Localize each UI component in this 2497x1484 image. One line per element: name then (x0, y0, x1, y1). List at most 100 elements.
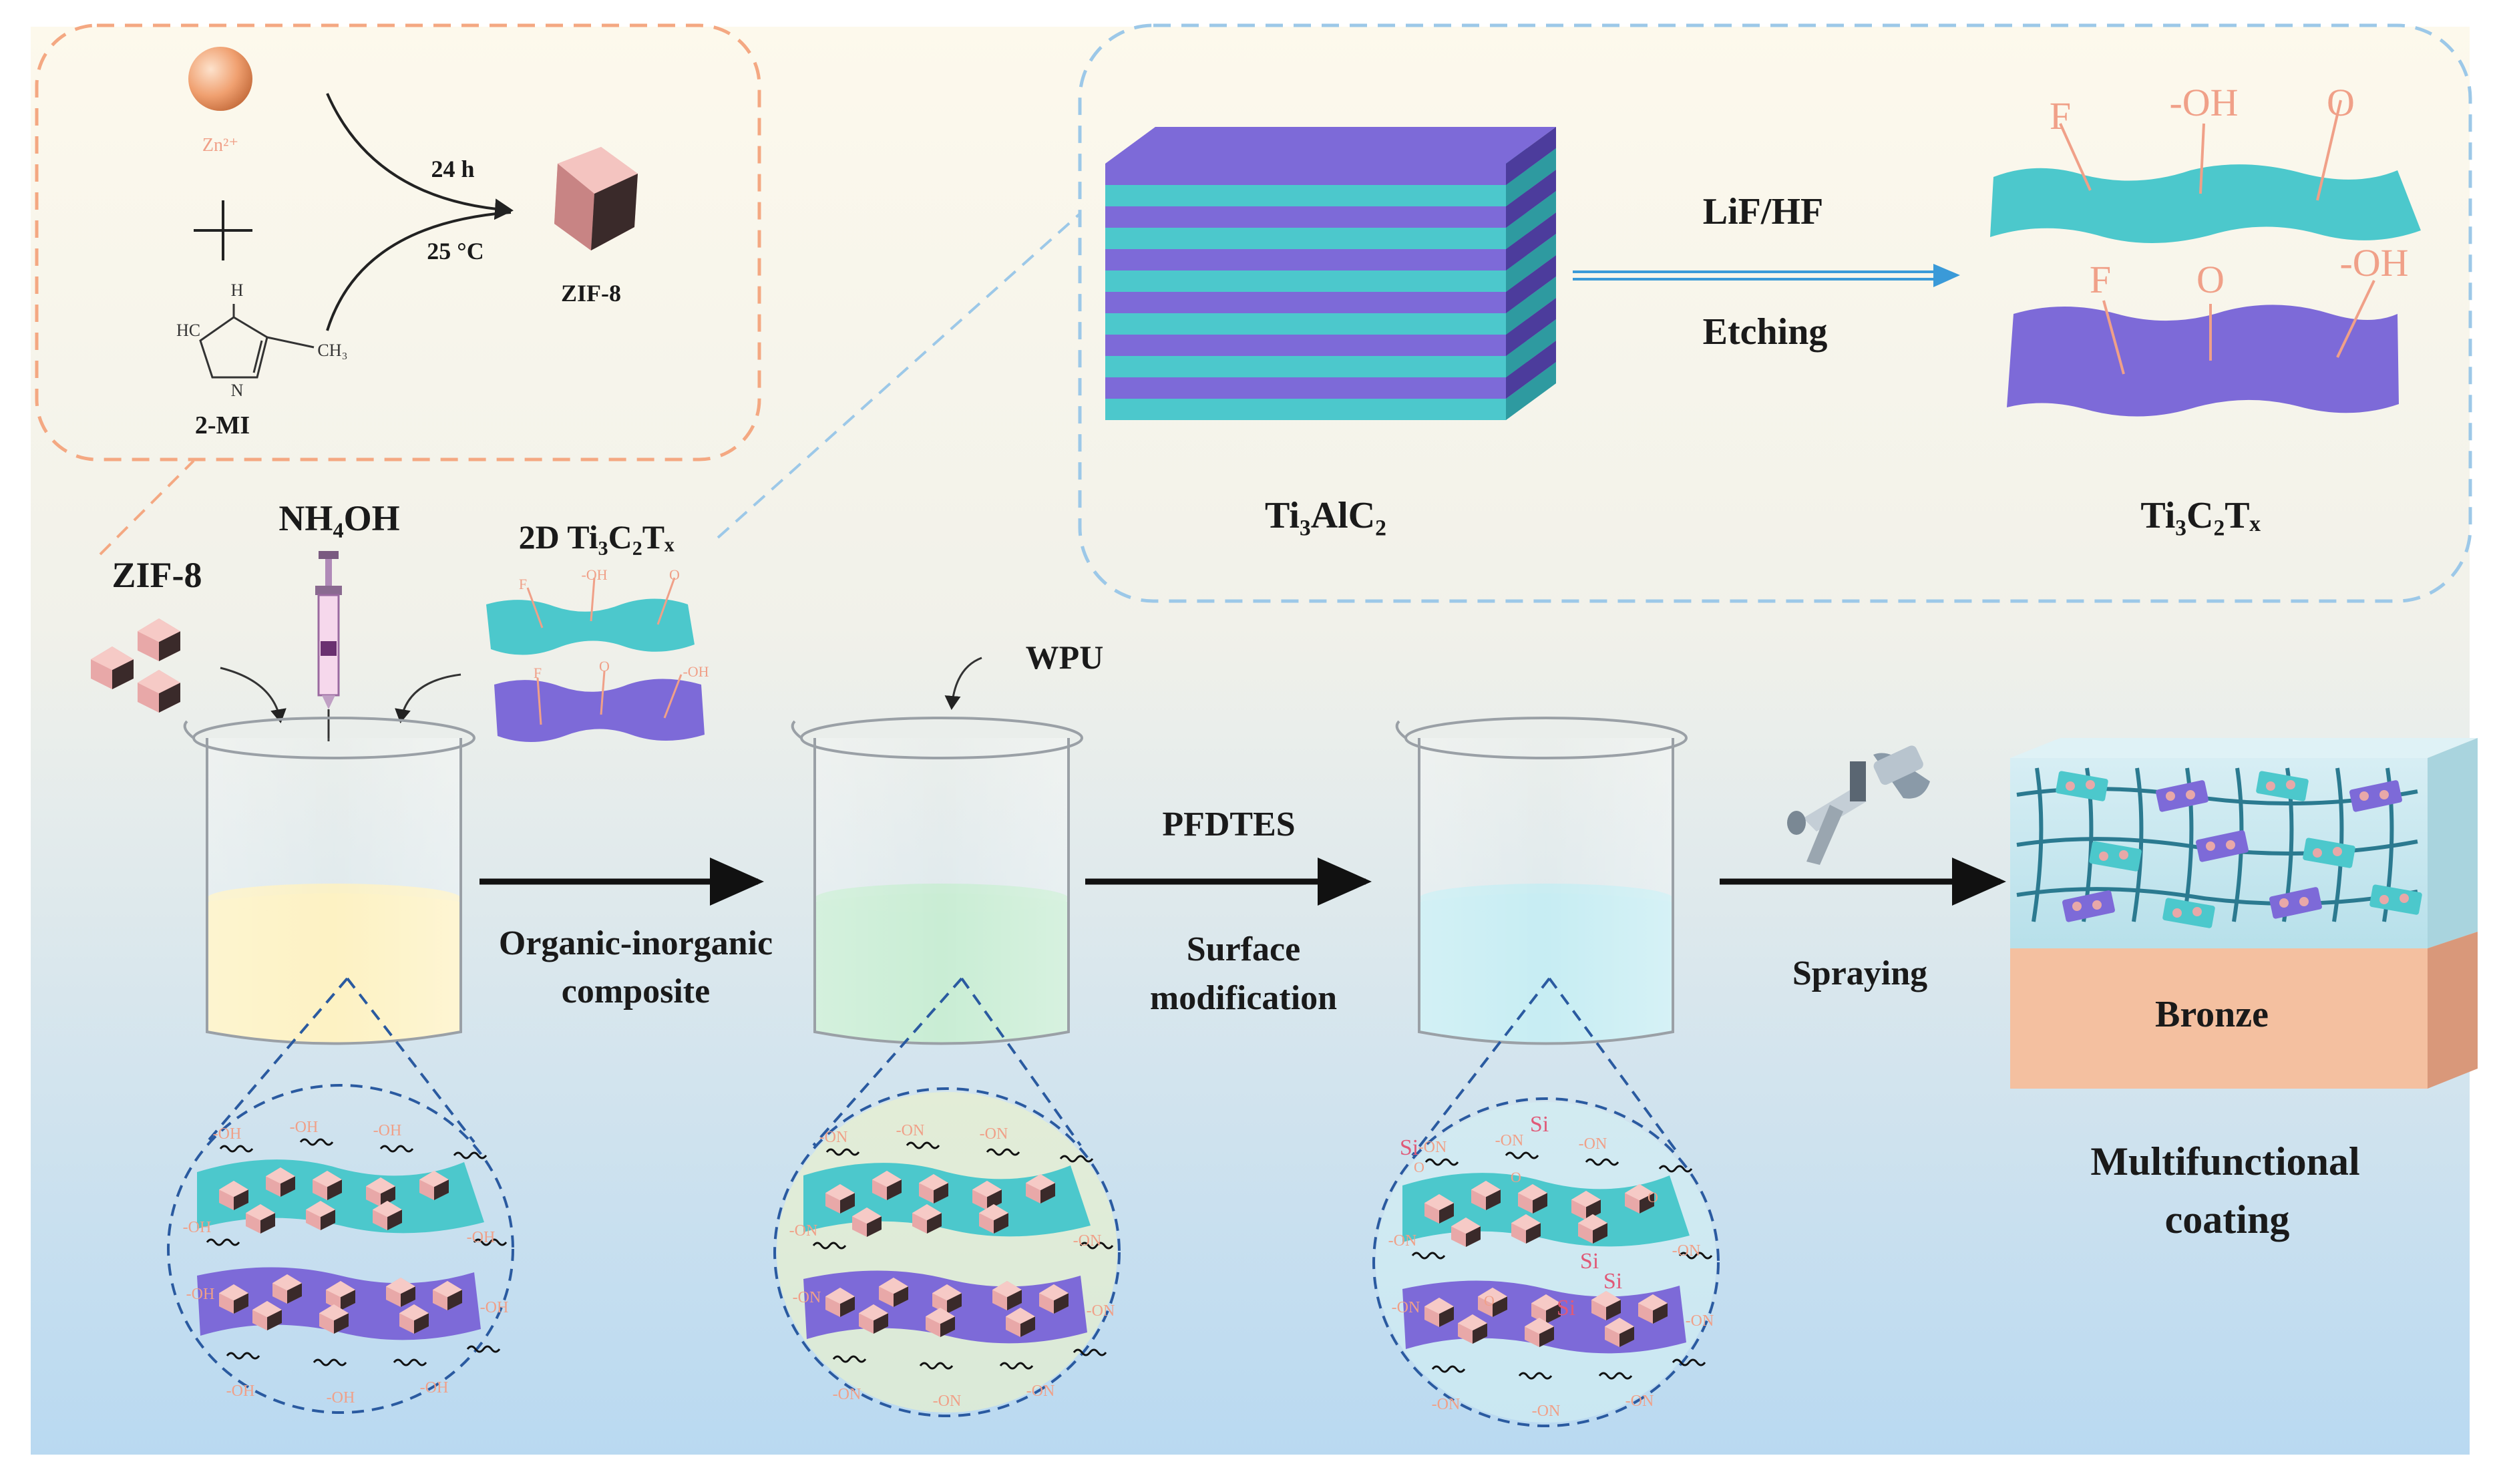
zif8-crystal-small (419, 1171, 449, 1200)
mxene-flake (2369, 884, 2422, 915)
zif8-dot (2279, 898, 2289, 908)
mxene-flake (2089, 841, 2142, 872)
ligand-atom-ch3: CH₃ (317, 341, 348, 360)
zif8-crystal-small (825, 1288, 855, 1317)
surface-group-label: -OH (419, 1379, 449, 1397)
stack-layer-front (1105, 399, 1506, 420)
oxygen-label: O (1484, 1292, 1495, 1309)
zif8-crystal-small (219, 1181, 248, 1210)
ti3c2tx-label: Ti₃C₂Tₓ (2140, 495, 2261, 536)
zif8-crystal-small (1571, 1191, 1601, 1220)
zif8-crystal-small (386, 1278, 415, 1307)
beaker-spout (1395, 720, 1407, 739)
zif8-crystal-small (252, 1301, 282, 1330)
stack-layer-side (1506, 148, 1556, 206)
zif8-crystal-small (399, 1304, 429, 1334)
mxene-flake (2162, 898, 2215, 928)
synthesis-arrow-bottom (326, 211, 512, 331)
polymer-chain (226, 1352, 260, 1360)
zif8-crystal-small (1638, 1294, 1668, 1324)
reaction-temp-label: 25 °C (427, 238, 484, 264)
zif8-dot (2286, 780, 2295, 789)
stack-layer-front (1105, 206, 1506, 228)
surface-group-label: -OH (212, 1125, 242, 1143)
surface-group-label: -ON (1073, 1232, 1102, 1250)
final-line1: Multifunctional (2090, 1139, 2360, 1183)
mini-group-o-top: O (669, 566, 680, 583)
surface-group-label: -ON (819, 1129, 848, 1146)
zif8-crystal-small (919, 1174, 948, 1203)
etching-label: Etching (1702, 311, 1828, 353)
polymer-chain (832, 1355, 867, 1363)
zif8-crystal-small (1458, 1314, 1487, 1344)
mxene-flake (2256, 771, 2309, 801)
zif8-crystal-small (972, 1181, 1002, 1210)
mxene-group-lines (2059, 100, 2375, 375)
polymer-chain (906, 1141, 940, 1149)
polymer-chain (1411, 1252, 1446, 1260)
mini-mxene-group-lines (526, 577, 683, 725)
stack-layer-front (1105, 249, 1506, 270)
polymer-chain (1678, 1252, 1713, 1260)
group-f-top: F (2049, 94, 2072, 138)
ti3alc2-label: Ti₃AlC₂ (1265, 495, 1386, 536)
mini-group-oh-top: -OH (581, 566, 608, 583)
zif8-input-label: ZIF-8 (112, 555, 202, 595)
network-strand (2016, 887, 2418, 906)
stack-layer-side (1506, 212, 1556, 270)
zif8-crystal-small (926, 1308, 955, 1337)
stack-layer-side (1506, 170, 1556, 228)
surface-group-label: -ON (1086, 1302, 1115, 1320)
beaker-glass (206, 738, 462, 1045)
mxene-flake (2196, 830, 2249, 862)
surface-group-label: -OH (479, 1299, 509, 1316)
polymer-chain (219, 1145, 254, 1153)
stack-layer-side (1506, 341, 1556, 399)
zif8-dot (2099, 852, 2108, 861)
mxene-flake (2269, 887, 2322, 919)
silicon-label: Si (1556, 1296, 1576, 1320)
surface-group-label: -ON (1418, 1139, 1447, 1156)
zif8-into-beaker-arrow (220, 667, 286, 723)
mini-mxene-sheet-bottom (494, 679, 705, 742)
mini-group-oh-bottom: -OH (683, 663, 709, 680)
surface-group-label: -OH (226, 1382, 255, 1400)
polymer-chain (1658, 1165, 1693, 1173)
mxene-flake (2349, 780, 2402, 812)
polymer-chain (986, 1148, 1020, 1156)
ligand-atom-h: H (230, 281, 244, 300)
zoom-view-1 (167, 977, 514, 1414)
zif8-dot (2399, 894, 2409, 903)
mxene-flake (2062, 890, 2115, 922)
zif8-crystal-small (266, 1167, 295, 1197)
zif8-crystal-small (1026, 1174, 1055, 1203)
surface-group-label: -ON (1431, 1396, 1461, 1413)
zif8-dot (2379, 790, 2389, 799)
etching-arrow (1573, 264, 1960, 287)
zif8-crystal-small (326, 1281, 355, 1310)
zif8-crystal-small (979, 1204, 1008, 1234)
plus-sign (194, 200, 252, 260)
zif8-dot (2226, 840, 2235, 850)
zif8-crystal (554, 147, 638, 250)
oxygen-label: O (1414, 1159, 1424, 1175)
zif8-crystal-small (992, 1281, 1022, 1310)
zif8-crystal-small (912, 1204, 942, 1234)
zif8-crystal-small (272, 1274, 302, 1304)
zif8-crystal-small (859, 1304, 888, 1334)
zif8-small-crystals (91, 618, 180, 713)
zif8-crystal-small (1471, 1181, 1501, 1210)
reaction-time-label: 24 h (431, 156, 475, 182)
zif8-crystal-small (91, 646, 134, 689)
ligand-atom-hc: HC (176, 321, 201, 340)
stack-layer-side (1506, 276, 1556, 335)
surface-group-label: -ON (1672, 1242, 1701, 1260)
polymer-chain (313, 1358, 347, 1366)
zif8-crystal-small (313, 1171, 342, 1200)
mxene-sheet-bottom (2007, 305, 2399, 417)
surface-group-label: -OH (182, 1219, 212, 1236)
zif8-dot (2206, 842, 2215, 851)
zif8-dot (2333, 847, 2342, 856)
silicon-label: Si (1603, 1269, 1623, 1294)
zif8-product-label: ZIF-8 (561, 280, 621, 307)
